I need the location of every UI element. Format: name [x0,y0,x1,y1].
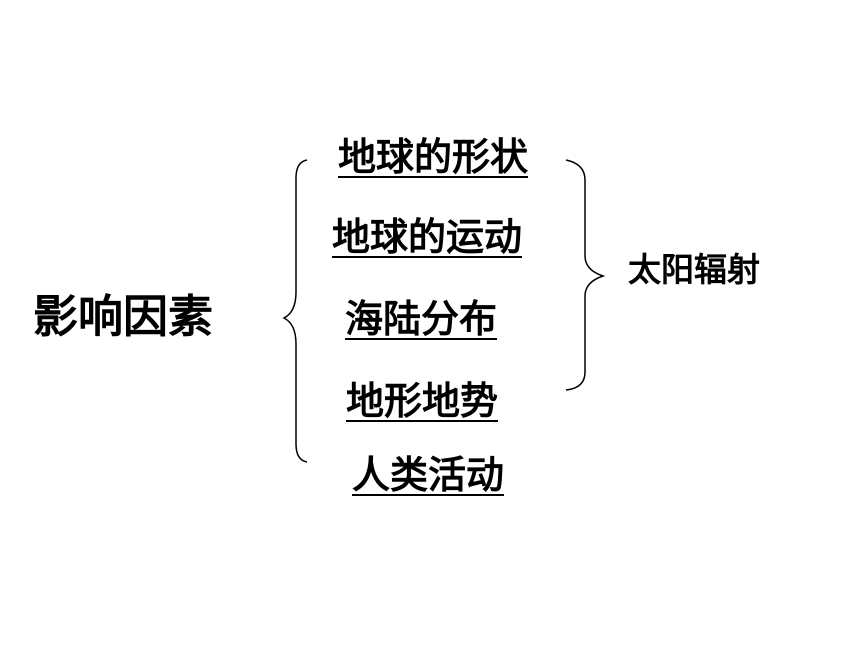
factor-terrain: 地形地势 [346,379,499,423]
left-brace [282,159,308,463]
factor-human-activity: 人类活动 [352,453,505,497]
factor-earth-motion: 地球的运动 [332,215,523,259]
influencing-factors-label: 影响因素 [33,290,214,343]
right-brace [565,159,606,391]
solar-radiation-label: 太阳辐射 [628,250,760,289]
factor-land-sea-distribution: 海陆分布 [345,297,498,341]
factor-earth-shape: 地球的形状 [338,135,529,179]
